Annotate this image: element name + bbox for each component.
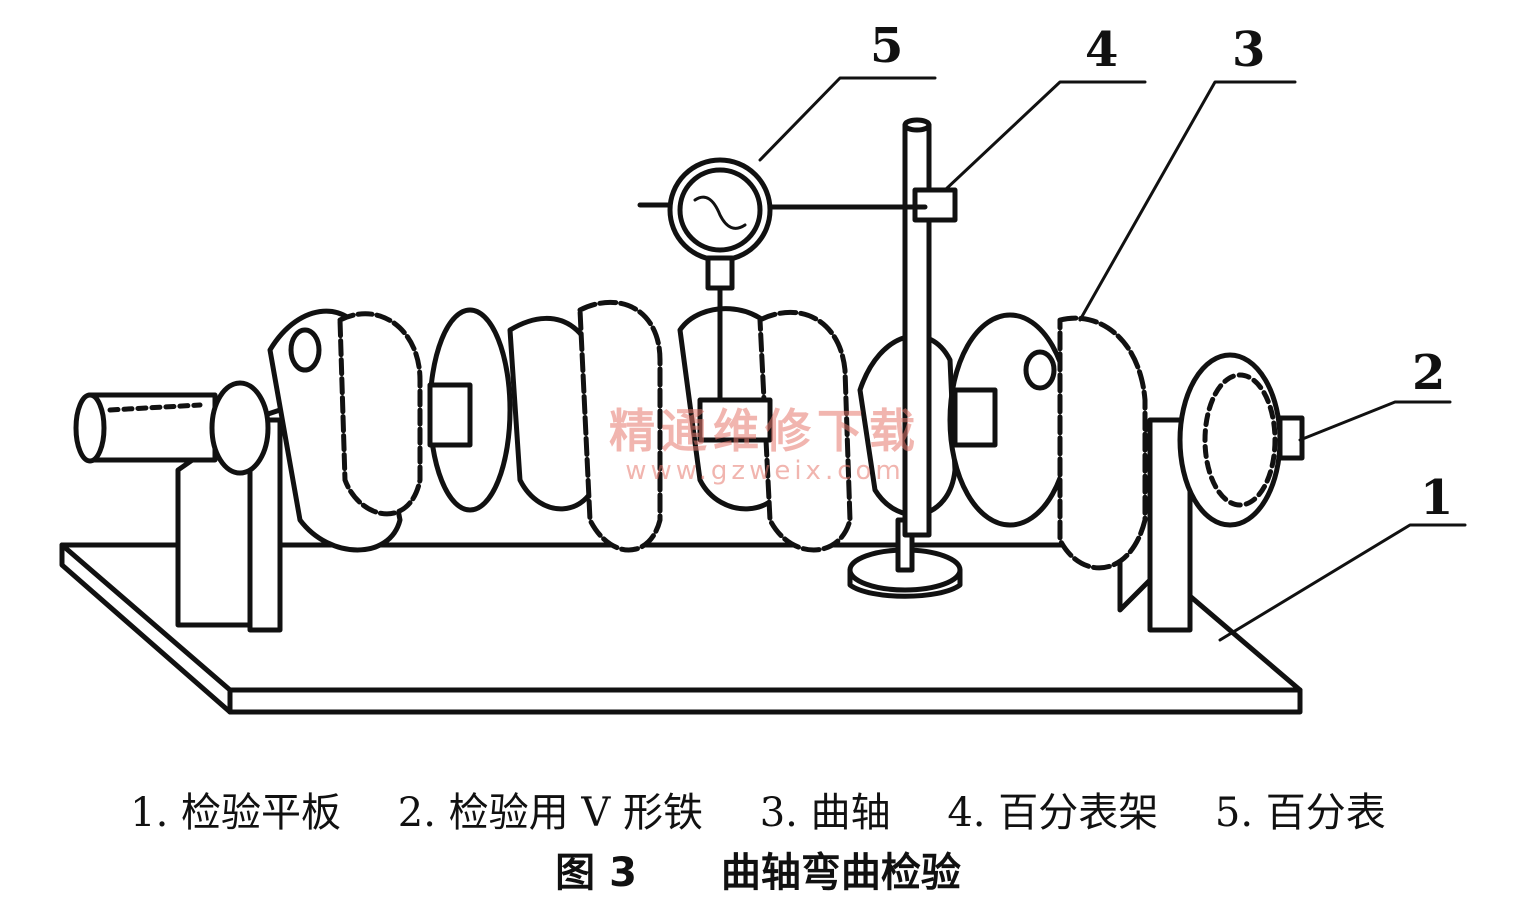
callout-plate: 1 — [1420, 470, 1454, 526]
figure-caption: 图 3 曲轴弯曲检验 — [0, 840, 1516, 898]
legend-item: 5. 百分表 — [1214, 790, 1386, 836]
callout-v-block: 2 — [1412, 345, 1446, 401]
figure-title: 曲轴弯曲检验 — [720, 850, 961, 896]
callout-indicator-stand: 4 — [1085, 22, 1119, 78]
legend-item: 4. 百分表架 — [947, 790, 1159, 836]
dial-indicator — [637, 157, 773, 403]
legend: 1. 检验平板 2. 检验用 V 形铁 3. 曲轴 4. 百分表架 5. 百分表 — [0, 780, 1516, 838]
legend-item: 2. 检验用 V 形铁 — [397, 790, 703, 836]
crankshaft-inspection-diagram — [59, 76, 1467, 715]
dial-indicator-stand — [767, 117, 963, 599]
legend-item: 3. 曲轴 — [759, 790, 891, 836]
callout-crankshaft: 3 — [1232, 22, 1266, 78]
crankshaft — [73, 299, 1305, 571]
legend-item: 1. 检验平板 — [130, 790, 342, 836]
figure-number: 图 3 — [555, 850, 637, 896]
leader-lines — [758, 76, 1467, 642]
inspection-plate — [59, 542, 1303, 715]
callout-dial-indicator: 5 — [870, 18, 904, 74]
